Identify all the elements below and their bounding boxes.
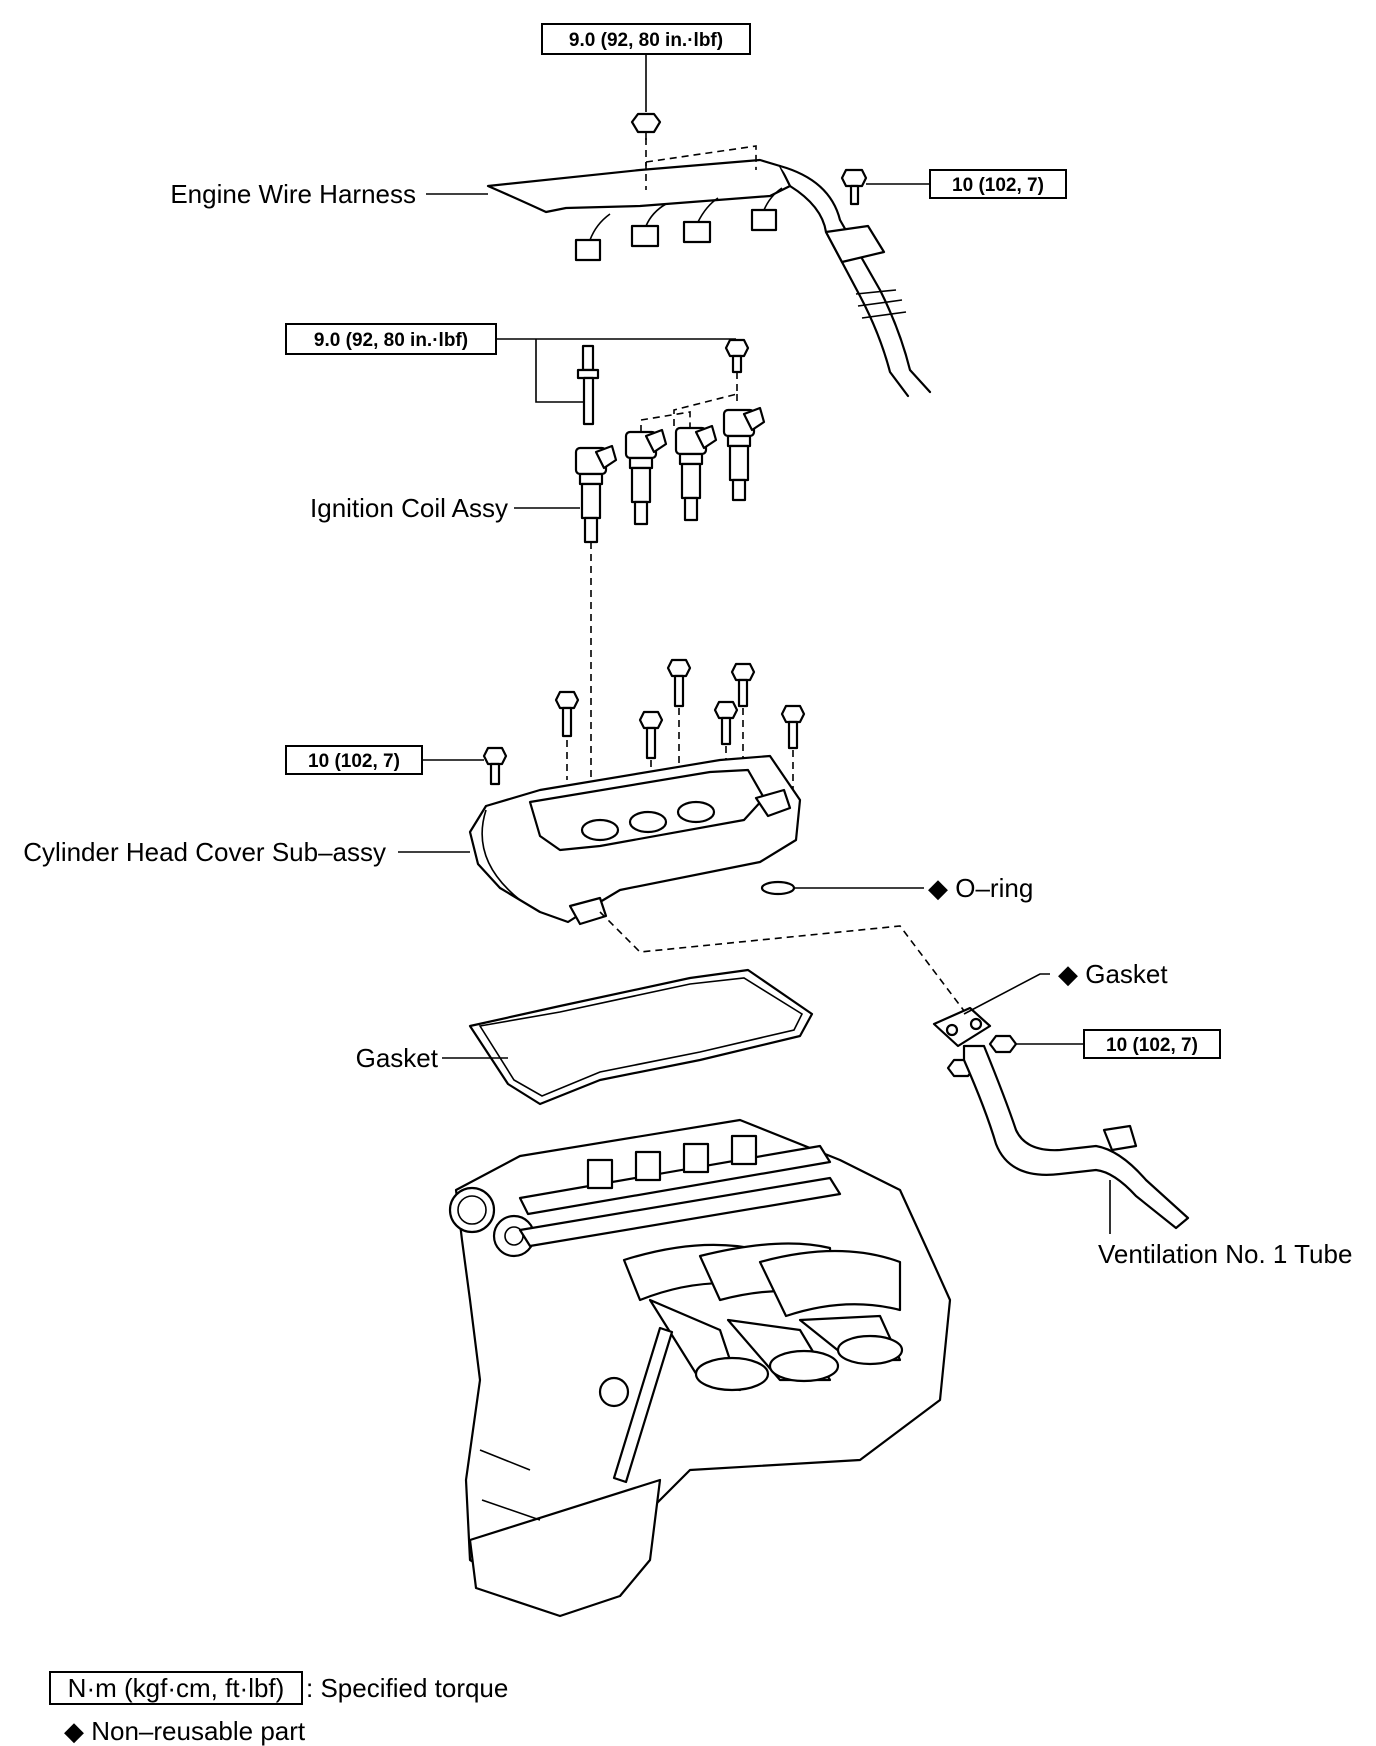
tube-gasket bbox=[932, 1006, 992, 1048]
label-gasket-tube: ◆ Gasket bbox=[1058, 959, 1168, 989]
coil-bolt-icon bbox=[724, 338, 750, 374]
legend-torque: N·m (kgf·cm, ft·lbf) : Specified torque bbox=[49, 1671, 508, 1705]
torque-box-cover-bolts: 10 (102, 7) bbox=[285, 745, 423, 775]
engine-wire-harness bbox=[486, 138, 932, 398]
label-o-ring: ◆ O–ring bbox=[928, 873, 1033, 903]
svg-text:10 (102, 7): 10 (102, 7) bbox=[1106, 1035, 1198, 1056]
svg-text:9.0 (92, 80 in.·lbf): 9.0 (92, 80 in.·lbf) bbox=[314, 330, 468, 351]
harness-bolt-icon bbox=[840, 168, 868, 206]
label-ventilation-tube: Ventilation No. 1 Tube bbox=[1098, 1239, 1352, 1269]
svg-text:: Specified torque: : Specified torque bbox=[306, 1673, 508, 1703]
torque-box-coil-bolts: 9.0 (92, 80 in.·lbf) bbox=[285, 323, 497, 355]
cover-gasket bbox=[468, 968, 814, 1106]
torque-box-tube-nuts: 10 (102, 7) bbox=[1083, 1029, 1221, 1059]
svg-text:N·m (kgf·cm, ft·lbf): N·m (kgf·cm, ft·lbf) bbox=[68, 1673, 285, 1703]
ignition-coil-assy bbox=[574, 406, 766, 544]
svg-text:10 (102, 7): 10 (102, 7) bbox=[952, 175, 1044, 196]
head-cover-bolts bbox=[482, 658, 806, 786]
svg-text:10 (102, 7): 10 (102, 7) bbox=[308, 751, 400, 772]
svg-text:9.0 (92, 80 in.·lbf): 9.0 (92, 80 in.·lbf) bbox=[569, 30, 723, 51]
torque-box-harness-nut: 9.0 (92, 80 in.·lbf) bbox=[541, 23, 751, 55]
harness-nut-icon bbox=[630, 112, 662, 140]
label-engine-wire-harness: Engine Wire Harness bbox=[170, 179, 416, 209]
cylinder-head-cover bbox=[468, 754, 802, 926]
engine-block bbox=[448, 1118, 952, 1618]
label-gasket-cover: Gasket bbox=[356, 1043, 439, 1073]
coil-stud-bolt-icon bbox=[576, 344, 600, 426]
svg-text:◆ Non–reusable part: ◆ Non–reusable part bbox=[64, 1716, 306, 1746]
legend-nonreusable: ◆ Non–reusable part bbox=[64, 1716, 306, 1746]
torque-box-harness-bolt: 10 (102, 7) bbox=[929, 169, 1067, 199]
ventilation-no1-tube bbox=[962, 1044, 1190, 1230]
o-ring-icon bbox=[760, 880, 796, 896]
label-ignition-coil-assy: Ignition Coil Assy bbox=[310, 493, 508, 523]
label-cylinder-head-cover: Cylinder Head Cover Sub–assy bbox=[23, 837, 386, 867]
